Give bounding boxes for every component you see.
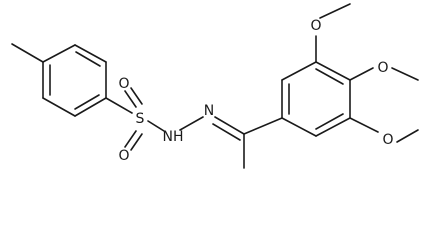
- hydrazone-n-atom: N: [204, 103, 214, 119]
- methoxy-oxygen-3: O: [310, 18, 321, 34]
- trimethoxyphenyl-ring: [281, 61, 351, 137]
- carbon-aryl-bond: [243, 117, 283, 135]
- ring-sulfur-bond: [105, 97, 133, 114]
- toluene-ring: [42, 44, 107, 117]
- toluene-methyl-bond: [11, 43, 44, 63]
- methoxy-oxygen-4: O: [377, 60, 388, 76]
- sulfonyl-double-bonds: [124, 87, 143, 151]
- sulfonyl-oxygen-bottom: O: [118, 148, 129, 164]
- sulfonyl-oxygen-top: O: [118, 76, 129, 92]
- sulfur-atom: S: [136, 111, 145, 127]
- methoxy-bonds: [315, 3, 419, 143]
- atom-labels: S O O NH N O O O: [118, 18, 393, 164]
- structural-formula: S O O NH N O O O: [11, 3, 419, 169]
- n-c-double-bond: [212, 116, 245, 141]
- methoxy-oxygen-5: O: [382, 132, 393, 148]
- sulfur-nh-bond: [147, 120, 165, 132]
- nh-n-bond: [179, 116, 204, 131]
- hydrazone-nh-atom: NH: [163, 129, 184, 145]
